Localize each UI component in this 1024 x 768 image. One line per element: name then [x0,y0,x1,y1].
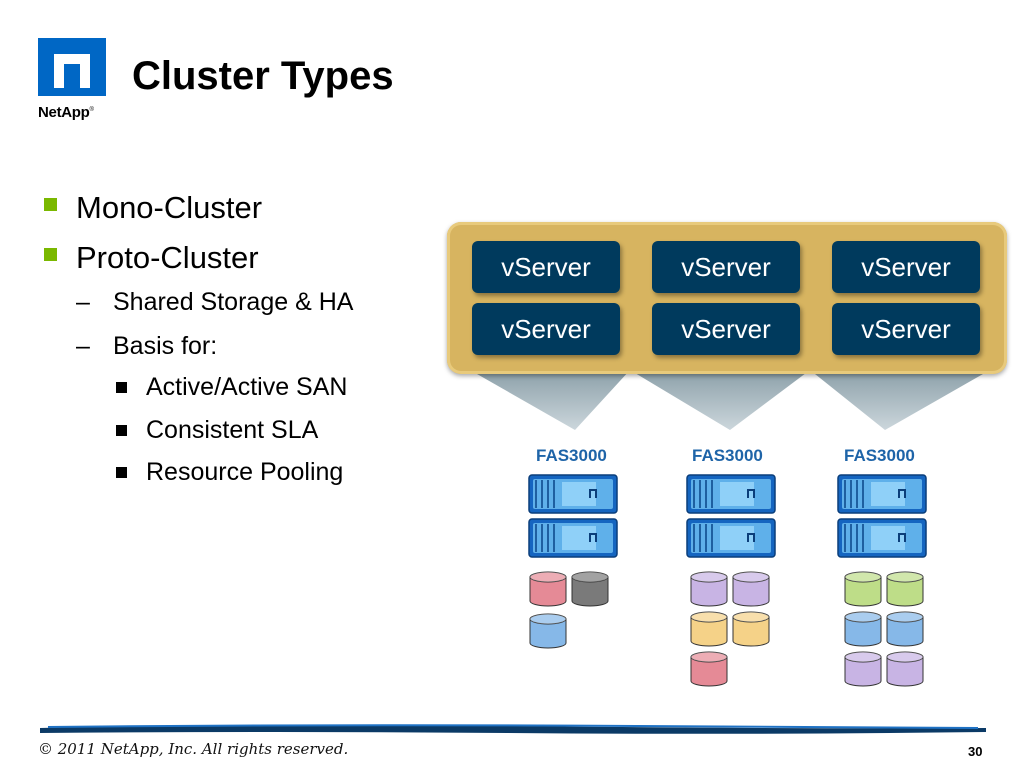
green-disk-icon [844,571,882,607]
purple-disk-icon [690,571,728,607]
vserver-box: vServer [832,241,980,293]
connector-middle [630,370,810,430]
storage-controller-icon [837,474,927,514]
copyright-text: © 2011 NetApp, Inc. All rights reserved. [38,740,349,758]
storage-controller-icon [528,518,618,558]
yellow-disk-icon [732,611,770,647]
netapp-n-icon [54,54,90,88]
blue-disk-icon [844,611,882,647]
purple-disk-icon [844,651,882,687]
blue-disk-icon [529,613,567,649]
green-square-bullet-icon [44,248,57,261]
netapp-logo-mark [38,38,106,96]
fas-label: FAS3000 [692,446,763,465]
page-number: 30 [968,744,983,759]
vserver-box: vServer [472,303,620,355]
storage-controller-icon [686,518,776,558]
black-square-bullet-icon [116,382,127,393]
vserver-box: vServer [652,241,800,293]
connector-left [470,370,630,430]
connector-right [810,370,990,430]
black-square-bullet-icon [116,425,127,436]
slide-title: Cluster Types [132,54,394,98]
purple-disk-icon [732,571,770,607]
vserver-box: vServer [652,303,800,355]
black-square-bullet-icon [116,467,127,478]
green-disk-icon [886,571,924,607]
fas-label: FAS3000 [536,446,607,465]
storage-controller-icon [686,474,776,514]
storage-controller-icon [837,518,927,558]
vserver-box: vServer [832,303,980,355]
pink-disk-icon [690,651,728,687]
purple-disk-icon [886,651,924,687]
fas-label: FAS3000 [844,446,915,465]
footer-brush-line [40,724,986,734]
vserver-box: vServer [472,241,620,293]
netapp-logo-text: NetApp® [38,104,94,121]
green-square-bullet-icon [44,198,57,211]
storage-controller-icon [528,474,618,514]
blue-disk-icon [886,611,924,647]
yellow-disk-icon [690,611,728,647]
pink-disk-icon [529,571,567,607]
gray-disk-icon [571,571,609,607]
netapp-logo: NetApp® [38,38,114,124]
